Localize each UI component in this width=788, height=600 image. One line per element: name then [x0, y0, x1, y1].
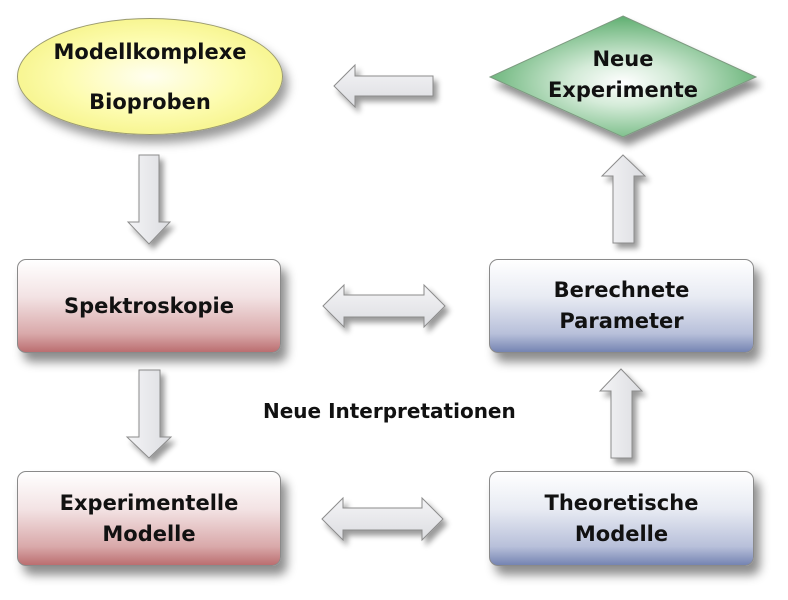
- node-spektroskopie: Spektroskopie: [17, 259, 281, 353]
- node-experimentelle-modelle: Experimentelle Modelle: [17, 471, 281, 566]
- node-berechnete-label: Berechnete: [553, 278, 690, 302]
- node-modellkomplexe-bioproben: Modellkomplexe Bioproben: [17, 18, 283, 135]
- double-arrow-icon: [322, 283, 446, 329]
- arrow-down-icon: [126, 154, 172, 245]
- arrow-left-icon: [333, 63, 434, 109]
- node-neue-label: Neue: [592, 47, 654, 71]
- node-experimentelle-label: Experimentelle: [59, 490, 239, 515]
- node-theoretische-modelle: Theoretische Modelle: [489, 471, 754, 566]
- node-theoretische-label: Theoretische: [544, 490, 699, 515]
- node-experimente-label: Experimente: [547, 78, 699, 102]
- node-parameter-label: Parameter: [559, 309, 684, 333]
- label-neue-interpretationen: Neue Interpretationen: [263, 399, 516, 423]
- node-berechnete-parameter: Berechnete Parameter: [489, 259, 754, 353]
- node-modelle-label: Modelle: [102, 521, 196, 546]
- node-modelle-label: Modelle: [574, 521, 669, 546]
- double-arrow-icon: [321, 496, 444, 542]
- arrow-down-icon: [125, 369, 173, 459]
- arrow-up-icon: [600, 154, 647, 244]
- arrow-up-icon: [598, 368, 644, 459]
- node-bioproben-label: Bioproben: [89, 89, 211, 114]
- node-spektroskopie-label: Spektroskopie: [64, 293, 234, 318]
- node-modellkomplexe-label: Modellkomplexe: [53, 39, 247, 64]
- diamond-shape: [488, 15, 758, 138]
- node-neue-experimente: Neue Experimente: [540, 30, 706, 120]
